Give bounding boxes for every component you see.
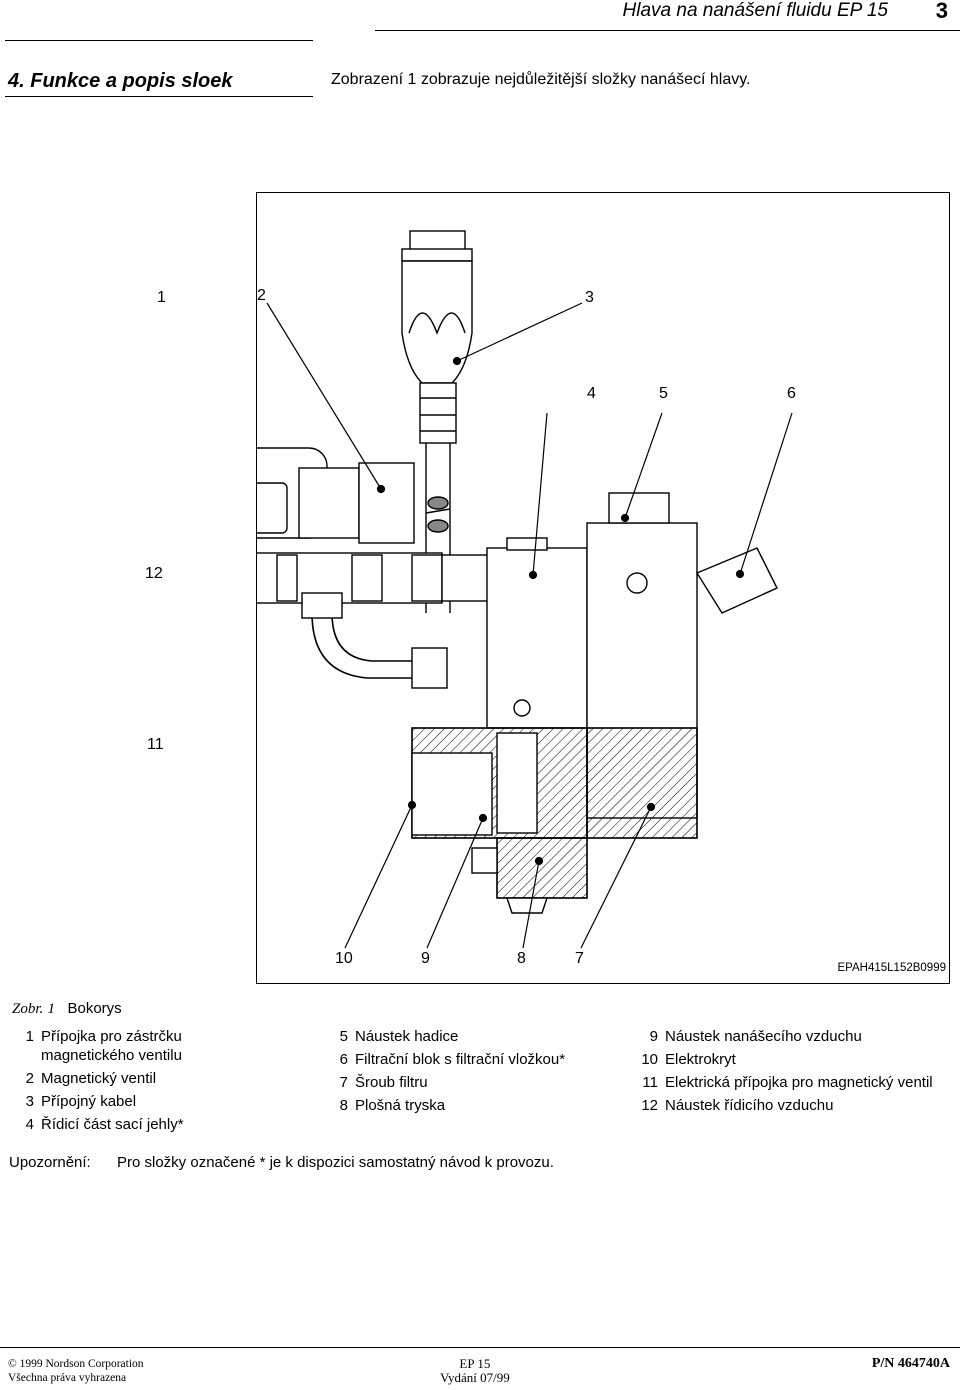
technical-drawing (257, 230, 793, 949)
note-label: Upozornění: (9, 1154, 91, 1171)
edition: Vydání 07/99 (440, 1370, 510, 1385)
intro-text: Zobrazení 1 zobrazuje nejdůležitější slo… (331, 71, 751, 88)
note-text: Pro složky označené * je k dispozici sam… (117, 1154, 554, 1171)
callout-3: 3 (585, 289, 594, 306)
footer-rule (0, 1347, 960, 1348)
header-title: Hlava na nanášení fluidu EP 15 (622, 0, 888, 21)
callout-4: 4 (587, 385, 596, 402)
callout-2: 2 (257, 287, 266, 304)
caption-number: 1 (47, 1001, 55, 1017)
figure-caption: Zobr. 1 Bokorys (12, 1000, 122, 1018)
header-rule (375, 30, 960, 31)
callout-5: 5 (659, 385, 668, 402)
copyright: © 1999 Nordson Corporation (8, 1358, 144, 1370)
section-title: 4. Funkce a popis sloek (8, 70, 233, 92)
figure-code: EPAH415L152B0999 (837, 962, 947, 974)
callout-9: 9 (421, 950, 430, 967)
callout-12: 12 (145, 565, 163, 582)
callout-6: 6 (787, 385, 796, 402)
callout-11: 11 (147, 736, 164, 753)
footer-left: © 1999 Nordson Corporation Všechna práva… (8, 1357, 144, 1385)
section-rule-bottom (5, 96, 313, 97)
callout-7: 7 (575, 950, 584, 967)
caption-title: Bokorys (67, 1000, 122, 1017)
part-number: P/N 464740A (871, 1356, 950, 1371)
page-number: 3 (935, 0, 948, 23)
rights: Všechna práva vyhrazena (8, 1372, 127, 1384)
caption-prefix: Zobr. (12, 1001, 44, 1017)
figure-frame: 1 2 3 4 5 6 12 11 10 9 8 7 (145, 192, 950, 984)
callout-8: 8 (517, 950, 526, 967)
section-rule-top (5, 40, 313, 41)
footer-center: EP 15 Vydání 07/99 (440, 1357, 510, 1385)
doc-name: EP 15 (459, 1356, 491, 1371)
callout-1: 1 (157, 289, 166, 306)
callout-10: 10 (335, 950, 353, 967)
